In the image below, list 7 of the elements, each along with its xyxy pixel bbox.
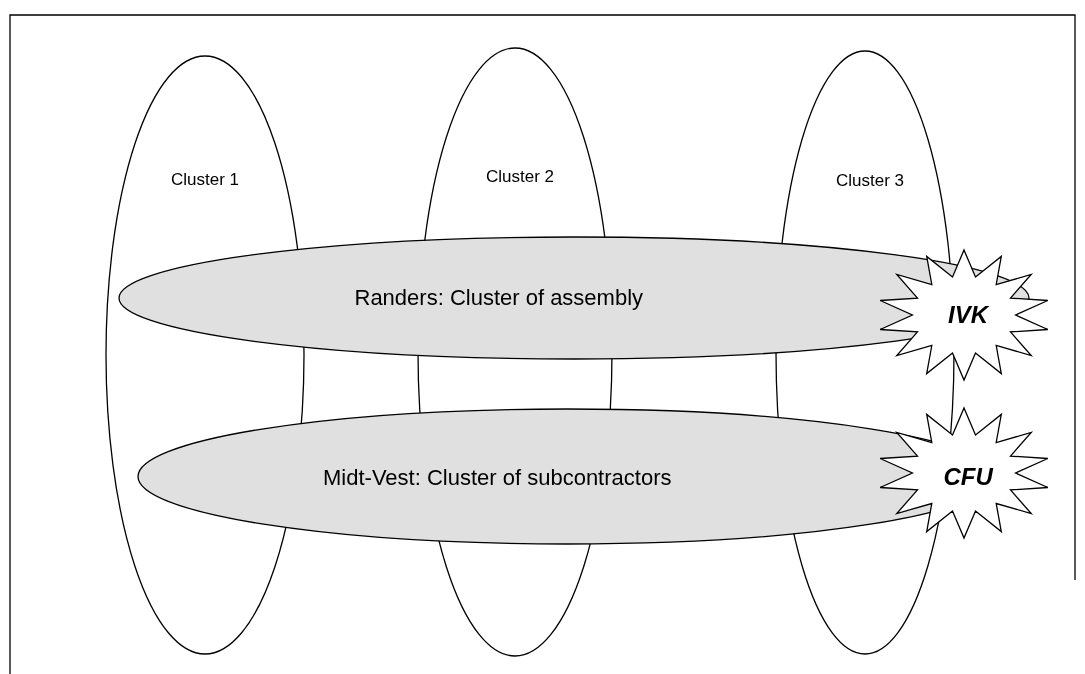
cluster-label: Cluster 1 bbox=[171, 170, 240, 190]
region-label: Randers: Cluster of assembly bbox=[354, 285, 644, 311]
cluster-label: Cluster 2 bbox=[486, 167, 555, 187]
cluster-label: Cluster 3 bbox=[836, 170, 905, 191]
starburst-label: CFU bbox=[943, 463, 993, 491]
region-label: Midt-Vest: Cluster of subcontractors bbox=[323, 464, 672, 491]
starburst-label: IVK bbox=[948, 301, 988, 329]
